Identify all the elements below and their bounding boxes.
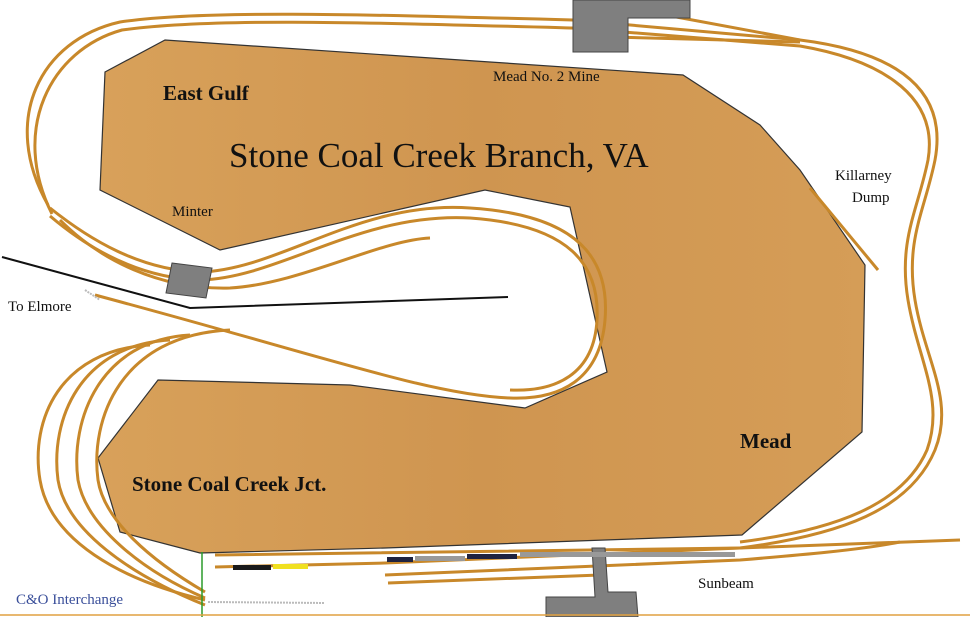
interchange-track bbox=[75, 333, 206, 600]
label-mead: Mead bbox=[740, 429, 792, 453]
interchange-track bbox=[55, 338, 206, 607]
killarney-track bbox=[808, 187, 880, 271]
sunbeam-track bbox=[387, 573, 601, 585]
sunbeam-track bbox=[384, 540, 901, 577]
layout-title: Stone Coal Creek Branch, VA bbox=[229, 136, 649, 175]
train bbox=[233, 552, 735, 570]
label-jct: Stone Coal Creek Jct. bbox=[132, 472, 327, 496]
label-east-gulf: East Gulf bbox=[163, 81, 249, 105]
minter-track bbox=[58, 218, 431, 290]
label-sunbeam: Sunbeam bbox=[698, 576, 754, 592]
backdrop-line bbox=[1, 256, 509, 310]
label-mead-mine: Mead No. 2 Mine bbox=[493, 69, 600, 85]
sunbeam-structure bbox=[545, 547, 639, 617]
mainline-track bbox=[33, 20, 935, 544]
mainline-track bbox=[25, 12, 944, 557]
interchange-track bbox=[95, 328, 231, 594]
label-interchange: C&O Interchange bbox=[16, 592, 124, 608]
benchwork bbox=[97, 39, 866, 554]
ghost-track bbox=[84, 289, 326, 604]
loop-track bbox=[49, 214, 599, 392]
label-killarney: Killarney bbox=[835, 168, 892, 184]
label-dump: Dump bbox=[852, 190, 890, 206]
mine-structure bbox=[572, 0, 691, 53]
label-minter: Minter bbox=[172, 204, 213, 220]
interchange-track bbox=[36, 343, 206, 602]
minter-structure bbox=[165, 262, 213, 299]
label-to-elmore: To Elmore bbox=[8, 299, 72, 315]
tracks bbox=[25, 6, 961, 607]
